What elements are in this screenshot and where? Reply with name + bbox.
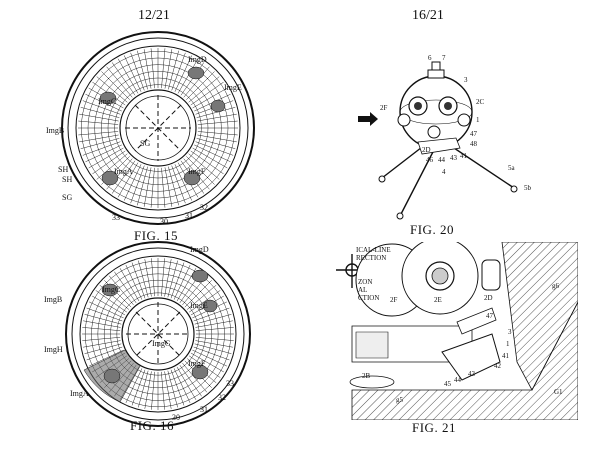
fig21-label: 1 [506, 340, 510, 348]
fig15-label: SG [140, 139, 150, 148]
fig21-label: g5 [396, 396, 404, 404]
fig15-label: 32 [200, 203, 208, 212]
fig15-label: 30 [160, 217, 168, 226]
fig21-label: ZON [358, 278, 372, 286]
fig15-label: ImgD [188, 55, 207, 64]
fig16-label: ImgC [102, 285, 120, 294]
sheet-number-right: 16/21 [412, 8, 444, 23]
fig15-label: SG [62, 193, 72, 202]
fig21-label: 2F [390, 296, 398, 304]
fig15-label: 31 [185, 211, 193, 220]
fig21-label: G1 [554, 388, 563, 396]
fig21-label: g6 [552, 282, 560, 290]
fig16-label: ImgA [70, 389, 89, 398]
fig20-label: 3 [464, 76, 468, 84]
fig15-label: ImgB [46, 126, 64, 135]
fig21-label: 42 [494, 362, 502, 370]
fig20-label: 44 [438, 156, 446, 164]
fig21-label: 47 [486, 312, 494, 320]
fig16-label: 32 [218, 393, 226, 402]
fig16-label: 33 [226, 379, 234, 388]
fig16-caption: FIG. 16 [130, 418, 174, 433]
fig16-label: ImgG [152, 339, 171, 348]
fig15-caption: FIG. 15 [134, 228, 178, 243]
fig21-label: 44 [454, 376, 462, 384]
fig15-label: ImgE [224, 83, 242, 92]
fig20-label: 4 [442, 168, 446, 176]
fig21-label: ICAL-LINE [356, 246, 391, 254]
fig16-label: 30 [172, 413, 180, 422]
fig20-label: 41 [460, 152, 468, 160]
fig20-label: 5a [508, 164, 516, 172]
fig20-drawing: 6 7 3 2F 2C 1 47 48 2D 46 44 43 41 4 5a … [358, 54, 532, 220]
fig20-label: 2D [422, 146, 431, 154]
fig20-label: 1 [476, 116, 480, 124]
fig15-label: ImgC [98, 97, 116, 106]
fig21-label: 45 [444, 380, 452, 388]
fig21-label: 2B [362, 372, 371, 380]
fig20-label: 46 [426, 156, 434, 164]
fig16-label: ImgD [190, 245, 209, 254]
fig16-drawing: ImgD ImgC ImgE ImgB ImgG ImgH ImgF ImgA … [44, 241, 251, 427]
fig20-label: 5b [524, 184, 532, 192]
fig20-label: 48 [470, 140, 478, 148]
fig20-label: 43 [450, 154, 458, 162]
fig21-label: 2D [484, 294, 493, 302]
sheet-number-left: 12/21 [138, 8, 170, 23]
fig21-label: 41 [502, 352, 510, 360]
fig21-label: CTION [358, 294, 379, 302]
fig21-label: 2E [434, 296, 442, 304]
fig15-label: SH [62, 175, 72, 184]
fig20-label: 6 [428, 54, 432, 62]
fig15-drawing: ImgD ImgE ImgC ImgB SG SH SH SG ImgA Img… [46, 31, 255, 226]
fig21-label: 43 [468, 370, 476, 378]
fig15-label: 33 [112, 213, 120, 222]
fig20-label: 2F [380, 104, 388, 112]
fig16-label: ImgB [44, 295, 62, 304]
fig20-caption: FIG. 20 [410, 222, 454, 237]
fig16-label: ImgF [188, 359, 206, 368]
fig20-label: 7 [442, 54, 446, 62]
fig15-label: ImgF [188, 167, 206, 176]
fig20-label: 2C [476, 98, 485, 106]
fig16-label: ImgH [44, 345, 63, 354]
fig15-label: ImgA [114, 167, 133, 176]
fig16-label: ImgE [190, 301, 208, 310]
fig16-label: 31 [200, 405, 208, 414]
fig21-caption: FIG. 21 [412, 420, 456, 435]
fig20-label: 47 [470, 130, 478, 138]
fig21-label: AL [358, 286, 367, 294]
fig15-label: SH [58, 165, 68, 174]
fig21-label: RECTION [356, 254, 386, 262]
fig21-label: 3 [508, 328, 512, 336]
fig21-drawing: ICAL-LINE RECTION ZON AL CTION 2F 2E 2D … [336, 242, 578, 420]
